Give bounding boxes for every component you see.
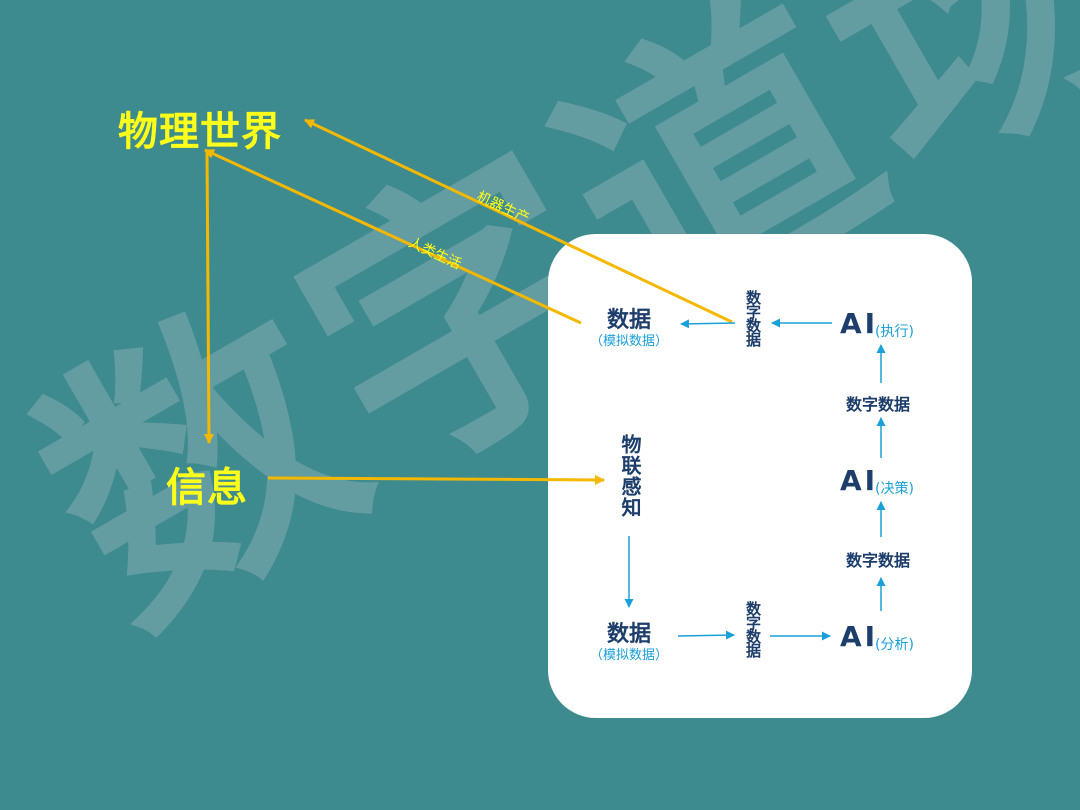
digital-top-label: 数字数据 [744,290,762,346]
ai-exec-title: AI [840,307,879,340]
data-top-sub: （模拟数据） [589,334,668,349]
iot-label: 物联感知 [618,434,642,518]
data-bottom-title: 数据 [606,622,651,647]
physical-world-label: 物理世界 [118,109,282,155]
ai-analyze-sub: (分析) [875,637,914,653]
ai-exec-sub: (执行) [875,324,914,340]
arrow-world-to-info [203,149,214,444]
arrow-machine-production [304,118,733,324]
digital-mid2-label: 数字数据 [846,551,911,570]
ai-analyze-title: AI [840,620,879,653]
arrow-digital-to-data-top [680,319,736,329]
arrow-human-life [204,148,582,325]
data-top-title: 数据 [606,308,651,333]
info-label: 信息 [166,465,248,511]
ai-decide-title: AI [840,464,879,497]
process-panel [548,234,972,718]
arrow-data-to-digital-bottom [677,630,735,640]
ai-decide-sub: (决策) [875,481,914,497]
digital-mid1-label: 数字数据 [846,395,911,414]
arrow-info-to-iot [267,474,605,485]
data-bottom-sub: （模拟数据） [589,648,668,663]
digital-bottom-label: 数字数据 [744,601,762,657]
